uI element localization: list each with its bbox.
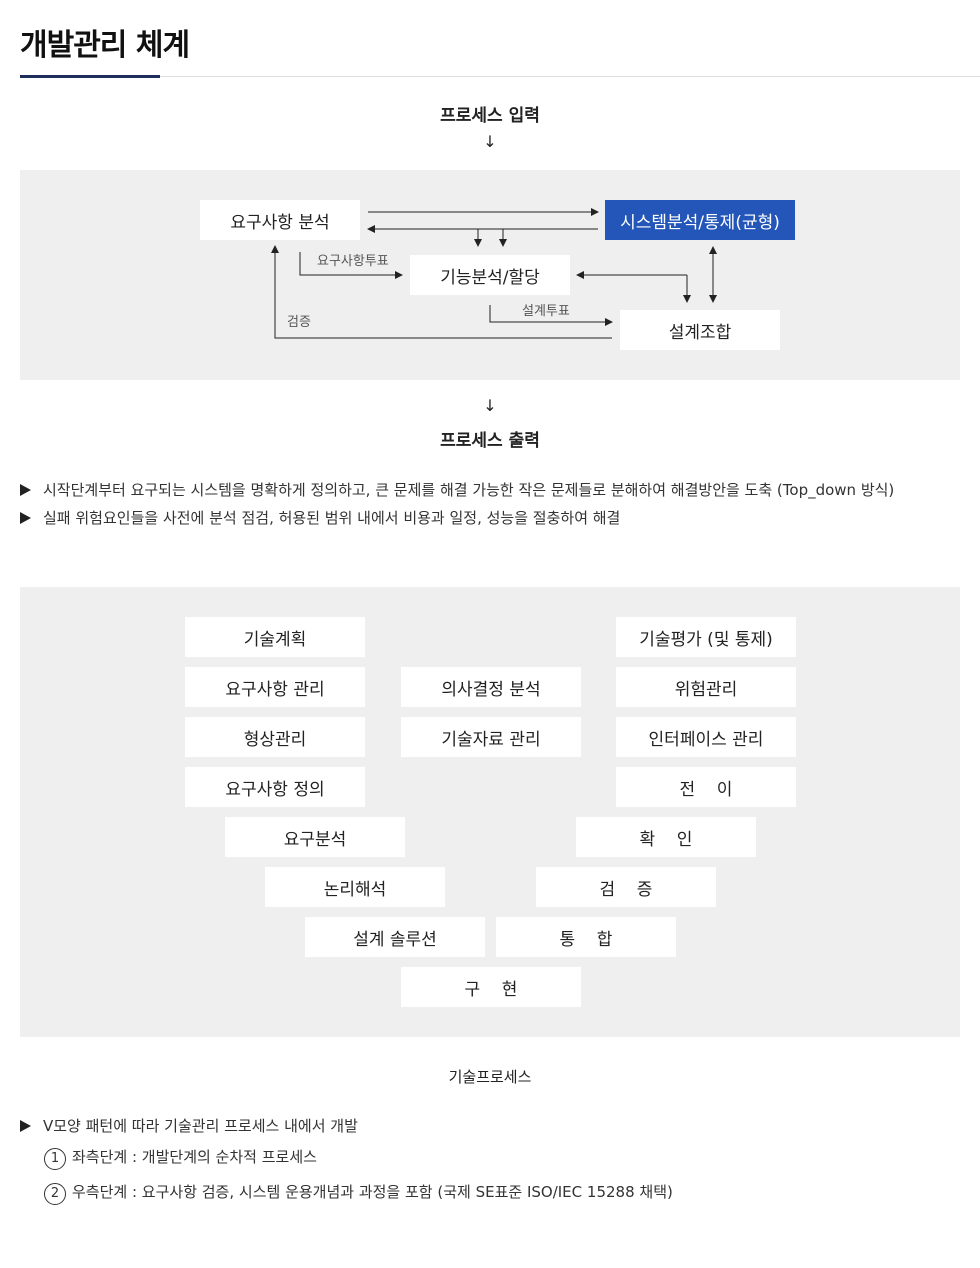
title-divider — [20, 76, 980, 77]
v-right-item: 기술평가 (및 통제) — [616, 617, 796, 657]
node-requirements-analysis: 요구사항 분석 — [200, 200, 360, 240]
v-middle-item: 기술자료 관리 — [401, 717, 581, 757]
node-design-synthesis: 설계조합 — [620, 310, 780, 350]
node-system-analysis: 시스템분석/통제(균형) — [605, 200, 795, 240]
v-right-item: 위험관리 — [616, 667, 796, 707]
process-input-label: 프로세스 입력 — [440, 106, 540, 126]
v-bottom-item: 구 현 — [401, 967, 581, 1007]
title-accent-bar — [20, 75, 160, 78]
node-function-analysis: 기능분석/할당 — [410, 255, 570, 295]
triangle-bullet-icon — [20, 512, 31, 524]
connector-req-loop — [299, 252, 403, 279]
list-item: 시작단계부터 요구되는 시스템을 명확하게 정의하고, 큰 문제를 해결 가능한… — [20, 476, 894, 504]
v-middle-item: 의사결정 분석 — [401, 667, 581, 707]
arrow-down-icon: ↓ — [483, 132, 497, 151]
v-right-item: 통 합 — [496, 917, 676, 957]
v-right-item: 전 이 — [616, 767, 796, 807]
edge-label-design-loop: 설계투표 — [522, 304, 570, 319]
v-left-item: 논리해석 — [265, 867, 445, 907]
triangle-bullet-icon — [20, 484, 31, 496]
process-connectors — [271, 208, 717, 339]
edge-label-requirements-loop: 요구사항투표 — [317, 254, 389, 269]
arrow-down-icon: ↓ — [483, 396, 497, 415]
v-left-item: 형상관리 — [185, 717, 365, 757]
connector-design-loop — [489, 305, 613, 326]
circled-number-icon: 1 — [44, 1148, 66, 1170]
top-bullet-list: 시작단계부터 요구되는 시스템을 명확하게 정의하고, 큰 문제를 해결 가능한… — [20, 476, 894, 532]
v-left-item: 요구사항 정의 — [185, 767, 365, 807]
v-model-caption: 기술프로세스 — [448, 1068, 532, 1086]
page-title: 개발관리 체계 — [20, 28, 190, 63]
v-right-item: 확 인 — [576, 817, 756, 857]
v-right-item: 인터페이스 관리 — [616, 717, 796, 757]
v-left-item: 요구분석 — [225, 817, 405, 857]
v-left-item: 요구사항 관리 — [185, 667, 365, 707]
v-left-item: 기술계획 — [185, 617, 365, 657]
v-right-item: 검 증 — [536, 867, 716, 907]
list-item: 실패 위험요인들을 사전에 분석 점검, 허용된 범위 내에서 비용과 일정, … — [20, 504, 894, 532]
edge-label-verification: 검증 — [287, 315, 311, 330]
connector-sys-to-func — [499, 228, 598, 247]
process-output-label: 프로세스 출력 — [440, 431, 540, 451]
v-model-panel — [20, 587, 960, 1037]
v-left-item: 설계 솔루션 — [305, 917, 485, 957]
connector-verification — [271, 245, 612, 339]
circled-number-icon: 2 — [44, 1183, 66, 1205]
list-item: V모양 패턴에 따라 기술관리 프로세스 내에서 개발 — [20, 1112, 673, 1140]
triangle-bullet-icon — [20, 1120, 31, 1132]
